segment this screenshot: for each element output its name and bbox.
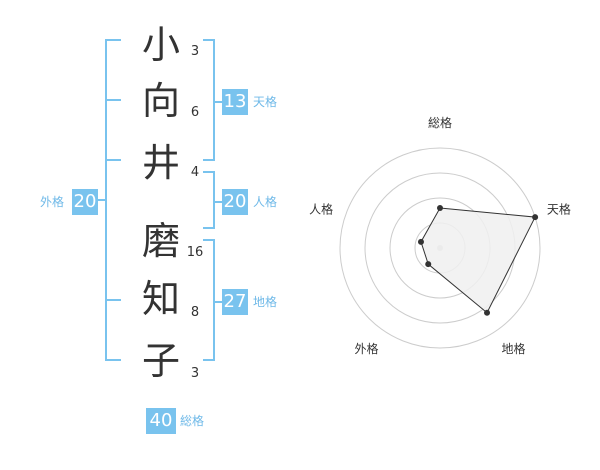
stroke-count-6: 3 [190, 366, 200, 381]
stroke-count-5: 8 [190, 305, 200, 320]
radar-point-3 [484, 309, 491, 316]
name-char-1: 小 [141, 23, 180, 67]
radar-ring-4 [339, 147, 541, 349]
radar-axis-label-4: 外格 [355, 341, 379, 356]
jinkaku-label: 人格 [253, 195, 278, 209]
jinkaku-bracket [203, 171, 215, 229]
soukaku-label: 総格 [180, 414, 205, 428]
chikaku-bracket [203, 239, 215, 361]
name-char-5: 知 [141, 277, 180, 321]
radar-axis-label-1: 総格 [428, 115, 452, 130]
stroke-count-4: 16 [186, 245, 204, 260]
radar-point-4 [425, 261, 432, 268]
soukaku-badge: 40 [146, 408, 176, 434]
radar-axis-label-5: 人格 [309, 201, 333, 216]
tenkaku-bracket [203, 39, 215, 161]
name-char-2: 向 [141, 79, 180, 123]
radar-area [420, 207, 536, 314]
jinkaku-badge: 20 [222, 189, 248, 215]
tenkaku-badge: 13 [222, 89, 248, 115]
gaikaku-label: 外格 [40, 195, 65, 209]
name-char-6: 子 [141, 339, 180, 383]
name-char-4: 磨 [141, 219, 180, 263]
radar-point-1 [437, 205, 443, 211]
radar-axis-label-2: 天格 [547, 201, 571, 216]
tenkaku-label: 天格 [253, 95, 278, 109]
radar-point-5 [417, 238, 424, 245]
chikaku-label: 地格 [253, 295, 278, 309]
radar-point-2 [532, 214, 539, 221]
chikaku-badge: 27 [222, 289, 248, 315]
stroke-count-3: 4 [190, 165, 200, 180]
gaikaku-badge: 20 [72, 189, 98, 215]
stroke-count-1: 3 [190, 44, 200, 59]
name-char-3: 井 [141, 141, 180, 185]
stroke-count-2: 6 [190, 105, 200, 120]
radar-axis-label-3: 地格 [501, 341, 525, 356]
